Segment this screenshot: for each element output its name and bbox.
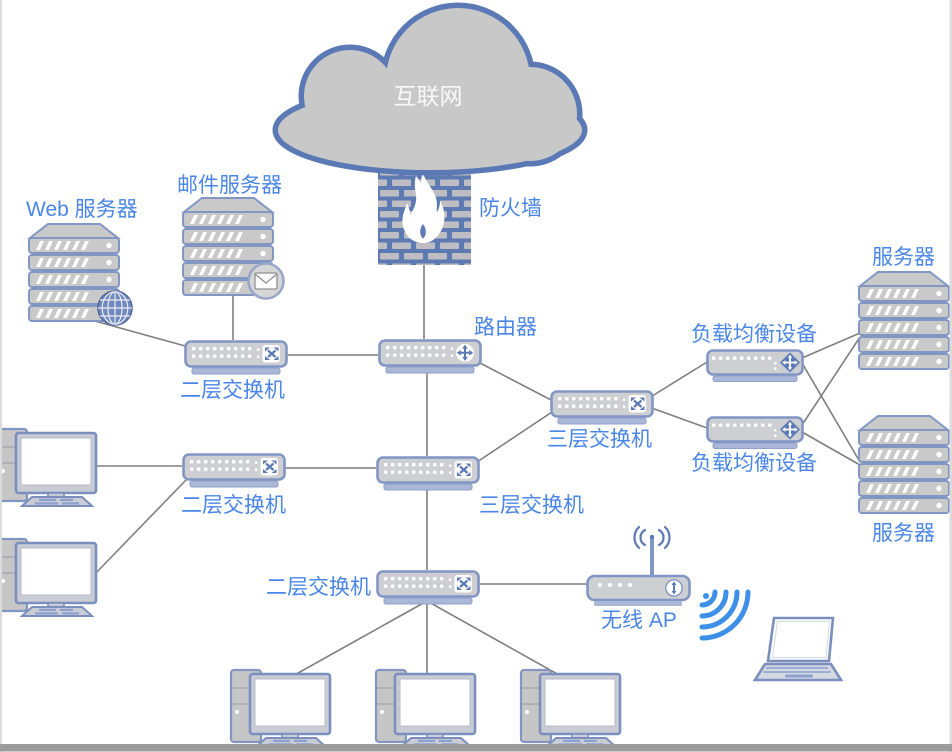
load-balancer-bottom-icon[interactable] [708,418,803,449]
internet-cloud-node[interactable]: 互联网 [278,8,582,170]
edge-l3right-lbbottom [648,406,708,429]
load-balancer-top-icon[interactable] [708,351,803,382]
workstation-bottom-3-icon[interactable] [519,668,622,749]
edge-web-l2top [83,317,197,350]
wireless-ap-label: 无线 AP [601,609,677,632]
edge-lbtop-srvtop [801,332,861,359]
globe-icon [97,290,133,326]
l3-switch-right-label: 三层交换机 [547,428,652,451]
right-window-edge [949,0,952,752]
l2-switch-middle-label: 二层交换机 [181,494,286,517]
left-window-edge [0,0,2,752]
server-rack-bottom-label: 服务器 [872,522,935,545]
edge-l2bottom-pcc [426,600,569,681]
edge-l3right-l3center [473,411,553,465]
router-icon[interactable] [380,341,481,374]
router-label: 路由器 [474,316,537,339]
connector-lines [83,265,861,683]
workstation-bottom-1-icon[interactable] [229,668,332,749]
edge-lbbottom-srvbottom [801,431,861,466]
flame-icon [402,172,445,243]
workstation-bottom-2-icon[interactable] [374,668,477,749]
edge-router-l3right [479,362,554,402]
l2-switch-top-icon[interactable] [186,342,287,375]
edge-l2bottom-pca [281,600,428,683]
mail-server-node[interactable] [183,198,285,300]
web-server-node[interactable] [29,224,133,326]
edge-lbtop-srvbottom [801,362,861,463]
l2-switch-bottom-icon[interactable] [378,572,479,605]
server-rack-bottom-icon[interactable] [859,416,949,513]
l2-switch-top-label: 二层交换机 [180,379,285,402]
l2-switch-middle-icon[interactable] [184,455,285,488]
bottom-window-bar [0,744,952,752]
server-rack-top-label: 服务器 [872,246,935,269]
laptop-icon[interactable] [753,616,843,682]
edge-pc2-l2middle [92,479,187,577]
edge-l3right-lbtop [648,361,708,399]
internet-label: 互联网 [394,83,463,109]
l3-switch-right-icon[interactable] [552,392,653,425]
l3-switch-center-label: 三层交换机 [479,494,584,517]
wireless-ap-icon[interactable] [586,525,691,608]
server-rack-top-icon[interactable] [859,272,949,369]
workstation-left-1-icon[interactable] [0,427,98,508]
firewall-node[interactable] [378,167,471,265]
envelope-icon [247,262,285,300]
edge-lbbottom-srvtop [801,336,861,426]
workstation-left-2-icon[interactable] [0,537,98,618]
node-labels: 防火墙 Web 服务器 邮件服务器 二层交换机 路由器 三层交换机 负载均衡设备… [26,174,935,632]
load-balancer-bottom-label: 负载均衡设备 [691,452,817,475]
web-server-label: Web 服务器 [26,198,138,221]
l2-switch-bottom-label: 二层交换机 [266,576,371,599]
l3-switch-center-icon[interactable] [378,458,479,491]
load-balancer-top-label: 负载均衡设备 [691,323,817,346]
firewall-label: 防火墙 [479,197,542,220]
wifi-waves-icon [699,589,751,641]
mail-server-label: 邮件服务器 [177,174,282,197]
